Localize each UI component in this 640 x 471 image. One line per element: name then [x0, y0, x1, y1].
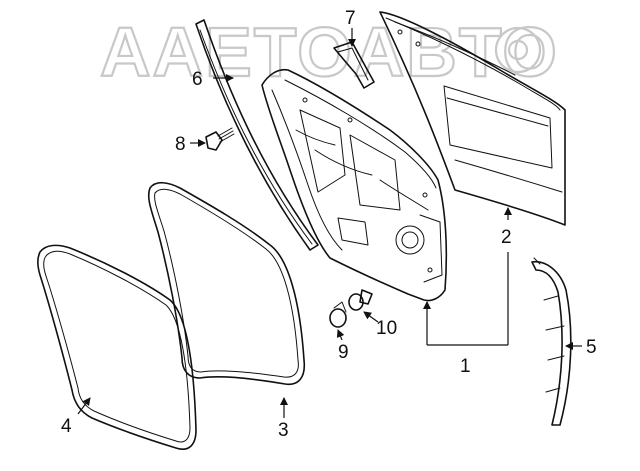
leader-10 [363, 311, 379, 323]
callout-7: 7 [345, 8, 356, 29]
inner-door-seal [147, 181, 306, 386]
leader-4 [77, 397, 91, 415]
watermark-logo-mark [494, 26, 542, 74]
callout-9: 9 [338, 342, 349, 363]
watermark-logo: AAETOABTO [100, 13, 559, 91]
callout-1: 1 [460, 356, 471, 377]
push-pin-clip [329, 301, 347, 328]
callout-5: 5 [586, 337, 597, 358]
outer-door-seal [36, 244, 197, 450]
retainer-clip [348, 289, 373, 311]
callout-10: 10 [376, 318, 397, 339]
callout-6: 6 [192, 69, 203, 90]
callout-2: 2 [501, 227, 512, 248]
screw-bolt [205, 127, 235, 151]
glass-run-channel [195, 19, 319, 251]
inner-door-frame [261, 68, 448, 302]
leader-9 [336, 329, 345, 341]
callout-4: 4 [61, 416, 72, 437]
outer-door-panel [379, 11, 566, 226]
callout-3: 3 [278, 420, 289, 441]
callout-8: 8 [175, 134, 186, 155]
leader-lines [77, 28, 582, 418]
door-molding-strip [531, 257, 572, 426]
